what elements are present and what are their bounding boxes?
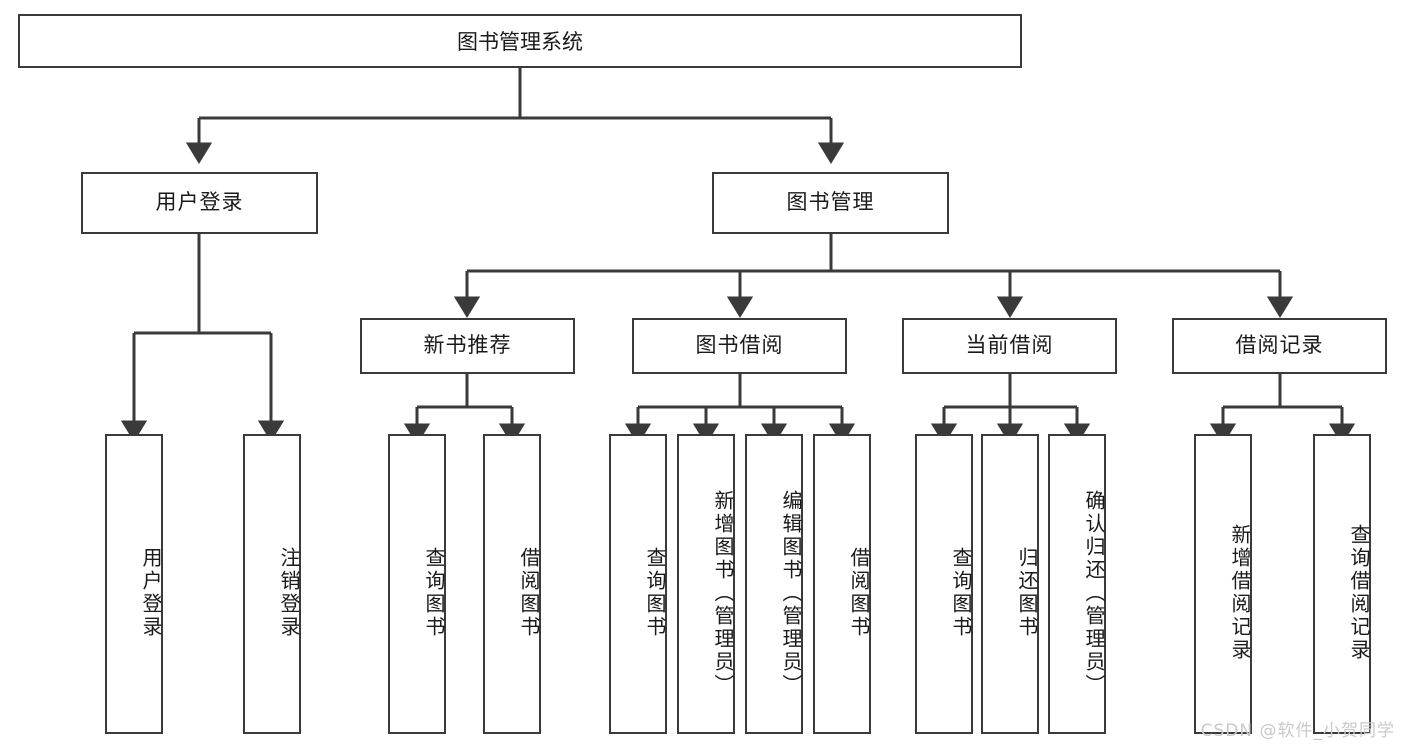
leaf-logout[interactable]: 注销登录 <box>243 434 301 734</box>
leaf-label: 借阅图书 <box>847 547 871 639</box>
leaf-query-book-recommend[interactable]: 查询图书 <box>388 434 446 734</box>
leaf-user-login[interactable]: 用户登录 <box>105 434 163 734</box>
leaf-query-book-current[interactable]: 查询图书 <box>915 434 973 734</box>
node-borrow-record[interactable]: 借阅记录 <box>1172 318 1387 374</box>
node-book-management[interactable]: 图书管理 <box>712 172 949 234</box>
node-book-borrow[interactable]: 图书借阅 <box>632 318 847 374</box>
leaf-label: 确认归还（管理员） <box>1082 489 1106 697</box>
leaf-label: 编辑图书（管理员） <box>779 489 803 697</box>
leaf-label: 查询图书 <box>422 547 446 639</box>
leaf-label: 新增图书（管理员） <box>711 489 735 697</box>
leaf-return-book[interactable]: 归还图书 <box>981 434 1039 734</box>
leaf-borrow-book[interactable]: 借阅图书 <box>813 434 871 734</box>
leaf-borrow-book-recommend[interactable]: 借阅图书 <box>483 434 541 734</box>
leaf-label: 查询借阅记录 <box>1347 524 1371 662</box>
leaf-label: 查询图书 <box>643 547 667 639</box>
leaf-add-borrow-record[interactable]: 新增借阅记录 <box>1194 434 1252 734</box>
node-root-system[interactable]: 图书管理系统 <box>18 14 1022 68</box>
leaf-confirm-return-admin[interactable]: 确认归还（管理员） <box>1048 434 1106 734</box>
node-user-login[interactable]: 用户登录 <box>81 172 318 234</box>
leaf-add-book-admin[interactable]: 新增图书（管理员） <box>677 434 735 734</box>
leaf-query-borrow-record[interactable]: 查询借阅记录 <box>1313 434 1371 734</box>
leaf-label: 借阅图书 <box>517 547 541 639</box>
leaf-label: 新增借阅记录 <box>1228 524 1252 662</box>
leaf-edit-book-admin[interactable]: 编辑图书（管理员） <box>745 434 803 734</box>
watermark-text: CSDN @软件_小贺同学 <box>1200 721 1395 741</box>
leaf-label: 查询图书 <box>949 547 973 639</box>
leaf-query-book-borrow[interactable]: 查询图书 <box>609 434 667 734</box>
node-current-borrow[interactable]: 当前借阅 <box>902 318 1117 374</box>
leaf-label: 用户登录 <box>139 547 163 639</box>
leaf-label: 注销登录 <box>277 547 301 639</box>
leaf-label: 归还图书 <box>1015 547 1039 639</box>
node-new-book-recommend[interactable]: 新书推荐 <box>360 318 575 374</box>
